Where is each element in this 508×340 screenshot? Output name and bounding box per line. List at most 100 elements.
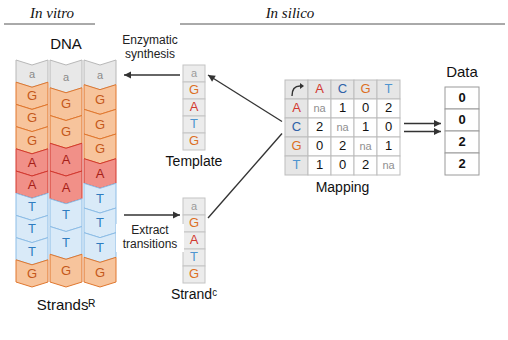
sequence-cell [183,215,205,232]
nucleotide-letter: G [50,91,82,119]
nucleotide-letter: T [50,202,82,230]
table-cell: 0 [308,137,331,156]
nucleotide-chevron [84,134,116,164]
arrow-head [124,72,131,79]
nucleotide-letter: a [16,63,48,85]
corner-arrow [292,86,300,96]
nucleotide-letter: A [16,174,48,196]
table-cell: 1 [331,99,354,118]
nucleotide-letter: T [84,211,116,236]
nucleotide-letter: A [16,152,48,174]
nucleotide-chevron [84,233,116,263]
table-cell-box [308,118,331,137]
table-cell-box [308,137,331,156]
nucleotide-chevron [84,257,116,287]
table-cell-box [331,99,354,118]
table-cell-box [377,80,400,99]
template-strand: aGATGTemplate [183,65,205,150]
base-letter: T [183,249,205,266]
sequence-cell [445,87,479,109]
nucleotide-letter: G [16,107,48,129]
nucleotide-chevron [50,116,82,149]
table-cell-box [285,99,308,118]
nucleotide-letter: T [16,241,48,263]
table-cell: 1 [377,137,400,156]
sequence-cell [445,153,479,175]
connector-line [124,214,180,215]
table-cell-box [354,118,377,137]
arrow-head [208,75,216,82]
table-header: C [285,118,308,137]
table-header: G [354,80,377,99]
edge-label: Enzymatic synthesis [118,34,182,62]
table-header: G [285,137,308,156]
table-cell-box [331,156,354,175]
nucleotide-letter: T [16,196,48,218]
table-cell-box [354,137,377,156]
nucleotide-letter: G [50,257,82,285]
data-value: 0 [445,87,479,109]
connector-line [208,75,282,122]
read-strand: aGATGStrandᶜ [183,198,205,283]
base-letter: T [183,116,205,133]
mapping-table: ACGTAna102C2na10G02na1T102naMapping [285,80,400,175]
nucleotide-letter: G [84,260,116,285]
table-cell-box [377,99,400,118]
table-cell-box [354,99,377,118]
table-header: T [377,80,400,99]
nucleotide-letter: T [50,230,82,258]
table-header: A [308,80,331,99]
sequence-cell [445,131,479,153]
section-heading: In silico [240,3,340,23]
table-cell-box [377,137,400,156]
section-rule [4,24,95,25]
table-cell-box [308,156,331,175]
strand-caption: Strandᶜ [149,286,239,304]
edge-label: Extract transitions [116,224,184,252]
table-cell: na [331,118,354,137]
table-cell-box [377,118,400,137]
sequence-cell [445,109,479,131]
nucleotide-letter: T [84,236,116,261]
table-cell: 2 [354,156,377,175]
nucleotide-chevron [16,149,48,176]
table-cell-box [354,156,377,175]
table-header: C [331,80,354,99]
strand-caption: Template [149,153,239,171]
base-letter: A [183,232,205,249]
nucleotide-chevron [16,171,48,198]
table-header: T [285,156,308,175]
data-value: 2 [445,153,479,175]
table-cell-box [285,80,308,99]
nucleotide-letter: G [16,263,48,285]
nucleotide-chevron [84,208,116,238]
nucleotide-chevron [84,159,116,189]
connector-line [124,74,180,75]
sequence-cell [183,133,205,150]
table-caption: Mapping [285,179,400,197]
nucleotide-letter: A [84,162,116,187]
flow-arrow [208,75,282,122]
nucleotide-chevron [16,82,48,109]
table-cell: 1 [308,156,331,175]
section-rule [180,24,505,25]
flow-arrow [124,212,180,219]
base-letter: A [183,99,205,116]
table-cell-box [331,137,354,156]
table-cell: 0 [331,156,354,175]
nucleotide-chevron [16,260,48,287]
section-heading: In vitro [6,3,98,23]
table-cell: 0 [377,118,400,137]
table-cell: na [308,99,331,118]
nucleotide-chevron [50,254,82,287]
sequence-cell [183,65,205,82]
column-title: Data [427,62,497,82]
nucleotide-chevron [50,60,82,93]
nucleotide-chevron [50,143,82,176]
nucleotide-chevron [50,227,82,260]
nucleotide-letter: G [16,85,48,107]
nucleotide-chevron [84,183,116,213]
corner-arrow-head [300,83,304,89]
nucleotide-chevron [16,104,48,131]
nucleotide-chevron [16,60,48,87]
